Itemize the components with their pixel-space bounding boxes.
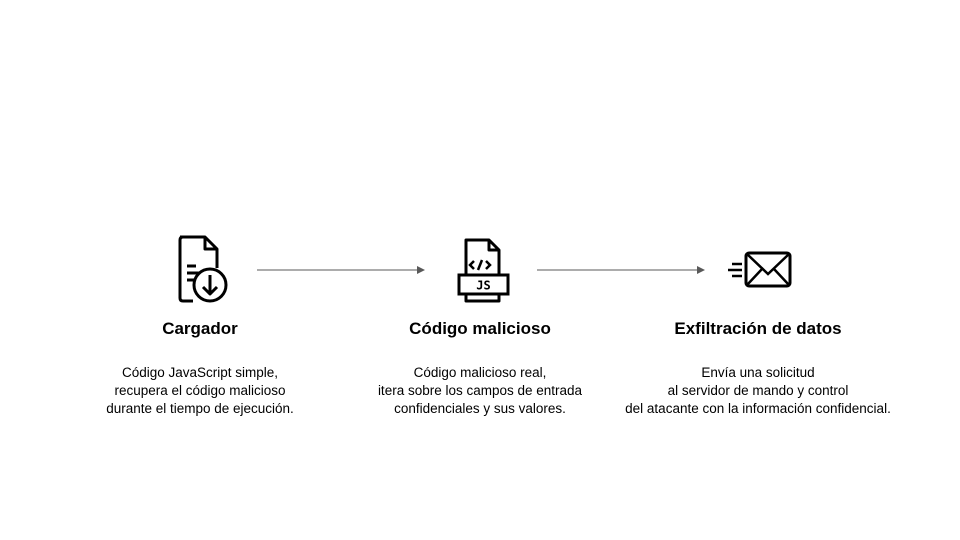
- description-line: del atacante con la información confiden…: [625, 401, 891, 416]
- step-description: Código JavaScript simple, recupera el có…: [40, 364, 360, 418]
- arrow-connector: [537, 266, 705, 274]
- file-download-icon: [178, 235, 228, 303]
- step-description: Código malicioso real, itera sobre los c…: [320, 364, 640, 418]
- description-line: itera sobre los campos de entrada: [377, 383, 583, 398]
- step-title: Cargador: [162, 319, 238, 338]
- description-line: Código malicioso real,: [413, 365, 547, 380]
- step-description: Envía una solicitud al servidor de mando…: [598, 364, 918, 418]
- description-line: al servidor de mando y control: [667, 383, 849, 398]
- description-line: confidenciales y sus valores.: [394, 401, 566, 416]
- description-line: Envía una solicitud: [701, 365, 815, 380]
- step-data-exfiltration: Exfiltración de datos Envía una solicitu…: [598, 230, 918, 418]
- js-file-icon: JS: [457, 238, 510, 303]
- description-line: recupera el código malicioso: [114, 383, 286, 398]
- description-line: durante el tiempo de ejecución.: [106, 401, 294, 416]
- send-mail-icon: [728, 251, 792, 288]
- step-title: Código malicioso: [409, 319, 551, 338]
- description-line: Código JavaScript simple,: [121, 365, 279, 380]
- js-label: JS: [476, 279, 490, 293]
- step-malicious-code: JS Código malicioso Código malicioso rea…: [320, 230, 640, 418]
- arrow-connector: [257, 266, 425, 274]
- step-title: Exfiltración de datos: [674, 319, 842, 338]
- step-loader: Cargador Código JavaScript simple, recup…: [40, 230, 360, 418]
